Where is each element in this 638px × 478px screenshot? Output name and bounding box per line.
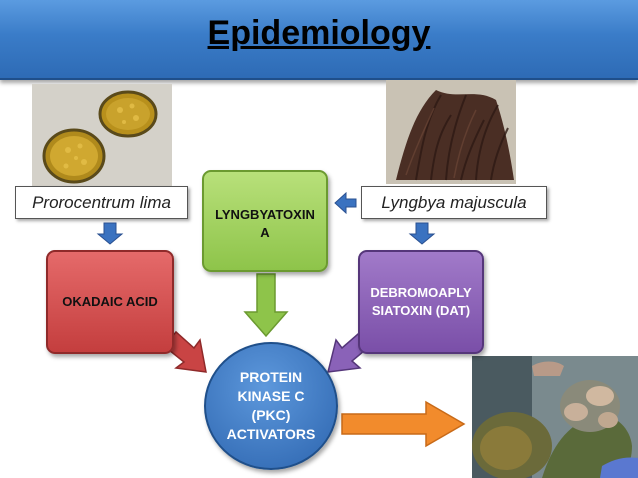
turtle-image [472,356,638,478]
green-down-arrow-icon [243,273,289,338]
turtle-photo [472,356,638,478]
okadaic-acid-label: OKADAIC ACID [62,294,158,310]
lyngbya-label: Lyngbya majuscula [361,186,547,219]
prorocentrum-label: Prorocentrum lima [15,186,188,219]
title-bar: Epidemiology [0,0,638,80]
page-title: Epidemiology [207,14,431,52]
pkc-activators-label: PROTEIN KINASE C (PKC) ACTIVATORS [226,369,316,442]
prorocentrum-photo [32,84,172,188]
pkc-activators-node: PROTEIN KINASE C (PKC) ACTIVATORS [204,342,338,470]
lyngbya-image [386,80,516,184]
left-arrow-icon [334,191,357,215]
okadaic-acid-node: OKADAIC ACID [46,250,174,354]
lyngbyatoxin-node: LYNGBYATOXIN A [202,170,328,272]
lyngbya-photo [386,80,516,184]
debromoaplysiatoxin-label: DEBROMOAPLY SIATOXIN (DAT) [370,285,472,318]
lyngbyatoxin-label: LYNGBYATOXIN A [215,207,315,240]
orange-right-arrow-icon [341,400,466,448]
down-arrow-right-icon [408,222,436,245]
red-diagonal-arrow-icon [162,330,207,373]
debromoaplysiatoxin-node: DEBROMOAPLY SIATOXIN (DAT) [358,250,484,354]
down-arrow-left-icon [96,222,124,245]
prorocentrum-image [32,84,172,188]
